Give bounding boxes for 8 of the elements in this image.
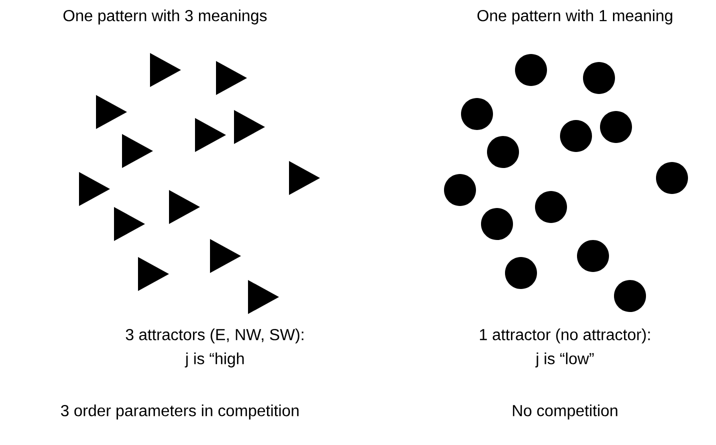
- heading: One pattern with 1 meaning: [477, 10, 672, 24]
- caption: 1 attractor (no attractor):: [480, 328, 650, 344]
- caption: j is “low”: [535, 352, 594, 368]
- caption: j is “high: [184, 352, 244, 368]
- caption: 3 order parameters in competition: [61, 404, 299, 420]
- caption: No competition: [512, 404, 618, 420]
- heading: One pattern with 3 meanings: [63, 10, 267, 24]
- caption: 3 attractors (E, NW, SW):: [126, 328, 304, 344]
